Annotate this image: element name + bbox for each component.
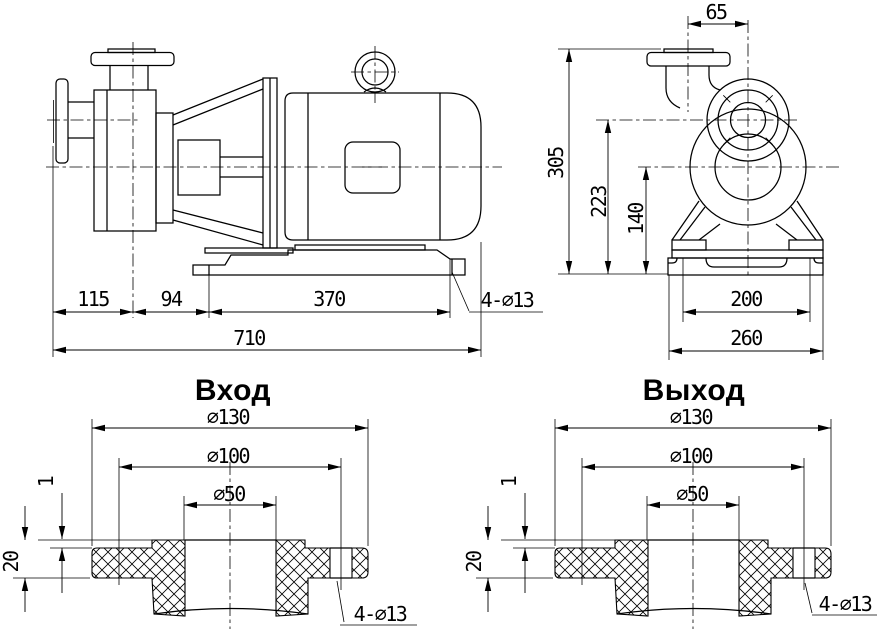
motor-feet	[294, 244, 426, 251]
outlet-dia50-label: ∅50	[676, 482, 708, 506]
left-foot	[671, 239, 707, 251]
bolt-note-leader	[451, 271, 470, 312]
discharge-flange	[90, 51, 175, 67]
front-view: 65	[544, 0, 841, 360]
side-view: 115 94 370 710 4-∅13	[46, 42, 543, 357]
outlet-flange-view: Выход ∅130 ∅100 ∅50 1 20 4-∅13	[462, 374, 877, 629]
motor-nameplate	[344, 141, 401, 194]
front-discharge-flange	[646, 51, 731, 67]
foot-strip	[671, 249, 824, 259]
right-foot	[788, 239, 824, 251]
base-front	[667, 257, 824, 276]
inlet-dia50-label: ∅50	[213, 482, 245, 506]
front-dim-305-label: 305	[544, 147, 568, 179]
outlet-flange-section	[476, 419, 831, 629]
bracket-foot	[204, 247, 294, 254]
inlet-dia100-label: ∅100	[207, 444, 250, 468]
side-dim-94-label: 94	[160, 287, 183, 311]
inlet-thickness-dim-label: 20	[0, 551, 23, 573]
side-dim-710-label: 710	[233, 326, 265, 350]
front-dim-260-label: 260	[730, 326, 762, 350]
outlet-dia100-label: ∅100	[670, 444, 713, 468]
side-dim-115-label: 115	[77, 287, 109, 311]
front-dim-140-label: 140	[624, 203, 648, 235]
side-dim-370-label: 370	[313, 287, 345, 311]
outlet-title: Выход	[643, 374, 746, 407]
inlet-flange-section	[13, 419, 368, 629]
inlet-bolt-note-label: 4-∅13	[354, 602, 407, 626]
bearing-housing	[177, 139, 221, 196]
front-dim-223-label: 223	[587, 186, 611, 218]
outlet-thickness-dim-label: 20	[462, 551, 486, 573]
side-bolt-note-label: 4-∅13	[481, 288, 534, 312]
inlet-face-dim-label: 1	[34, 476, 58, 487]
outlet-bolt-note-label: 4-∅13	[819, 592, 872, 616]
motor-body	[284, 92, 482, 241]
outlet-face-dim-label: 1	[497, 476, 521, 487]
casing-cover	[155, 112, 174, 224]
inlet-dia130-label: ∅130	[207, 405, 250, 429]
inlet-flange-view: Вход ∅130 ∅100 ∅50 1 20 4-∅13	[0, 374, 417, 629]
baseplate	[192, 249, 466, 276]
pump-casing	[93, 89, 157, 232]
outlet-dia130-label: ∅130	[670, 405, 713, 429]
suction-flange	[55, 78, 69, 164]
outlet-bolt-leader	[804, 582, 813, 614]
front-dim-200-label: 200	[730, 287, 762, 311]
inlet-title: Вход	[195, 374, 271, 407]
inlet-bolt-leader	[336, 580, 345, 623]
volute-casing	[689, 108, 807, 226]
front-dim-65-label: 65	[705, 0, 727, 24]
lifting-eye-icon	[351, 46, 399, 103]
